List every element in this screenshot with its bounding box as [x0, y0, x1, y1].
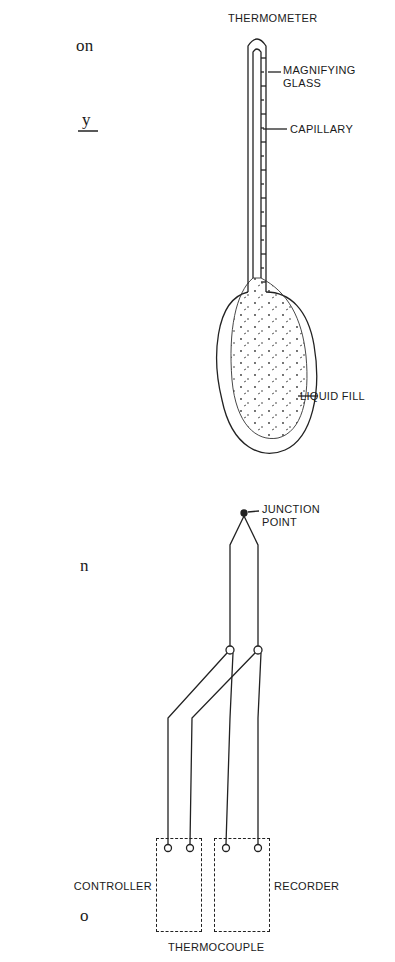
page-fragment: y [82, 110, 102, 129]
thermocouple-wire [230, 516, 244, 646]
page-fragment: o [80, 906, 100, 925]
tick-mark [261, 99, 264, 100]
tick-mark [261, 57, 266, 58]
tick-mark [261, 183, 264, 184]
part-label: MAGNIFYING GLASS [283, 64, 361, 90]
tick-mark [261, 71, 264, 72]
tick-mark [261, 141, 266, 142]
lead-wire [190, 653, 255, 844]
tick-mark [261, 239, 264, 240]
page-fragment: n [80, 556, 100, 575]
glass-tube [248, 39, 266, 292]
controller-terminal [187, 845, 194, 852]
device-label: CONTROLLER [74, 880, 152, 893]
part-label: THERMOCOUPLE [168, 941, 298, 954]
leader-line [248, 511, 259, 512]
part-label: CAPILLARY [290, 123, 370, 136]
controller-terminal [165, 845, 172, 852]
device-box: RECORDER [214, 838, 270, 932]
tick-mark [261, 211, 264, 212]
tick-mark [261, 225, 266, 226]
device-label: RECORDER [274, 880, 339, 893]
page-fragment: on [76, 36, 106, 55]
liquid-fill [231, 278, 307, 439]
part-label: THERMOMETER [228, 12, 358, 25]
lead-wire [168, 653, 227, 844]
part-label: JUNCTION POINT [262, 503, 326, 529]
leader-line [268, 71, 281, 72]
device-box: CONTROLLER [156, 838, 202, 932]
junction-dot [241, 510, 247, 516]
tick-mark [261, 113, 266, 114]
tick-mark [261, 197, 266, 198]
part-label: LIQUID FILL [300, 390, 385, 403]
tick-mark [261, 155, 264, 156]
tick-mark [261, 253, 266, 254]
tick-mark [261, 85, 266, 86]
wire-terminal [226, 646, 234, 654]
recorder-terminal [255, 845, 262, 852]
text-underline [78, 130, 98, 132]
lead-wire [258, 653, 261, 844]
scale-ticks [261, 58, 266, 282]
thermocouple-wire [244, 516, 258, 646]
leader-line [263, 128, 287, 129]
capillary-bore [253, 49, 261, 278]
thermocouple-figure [165, 510, 263, 852]
tick-mark [261, 267, 264, 268]
tick-mark [261, 281, 266, 282]
wire-terminal [254, 646, 262, 654]
tick-mark [261, 169, 266, 170]
recorder-terminal [223, 845, 230, 852]
